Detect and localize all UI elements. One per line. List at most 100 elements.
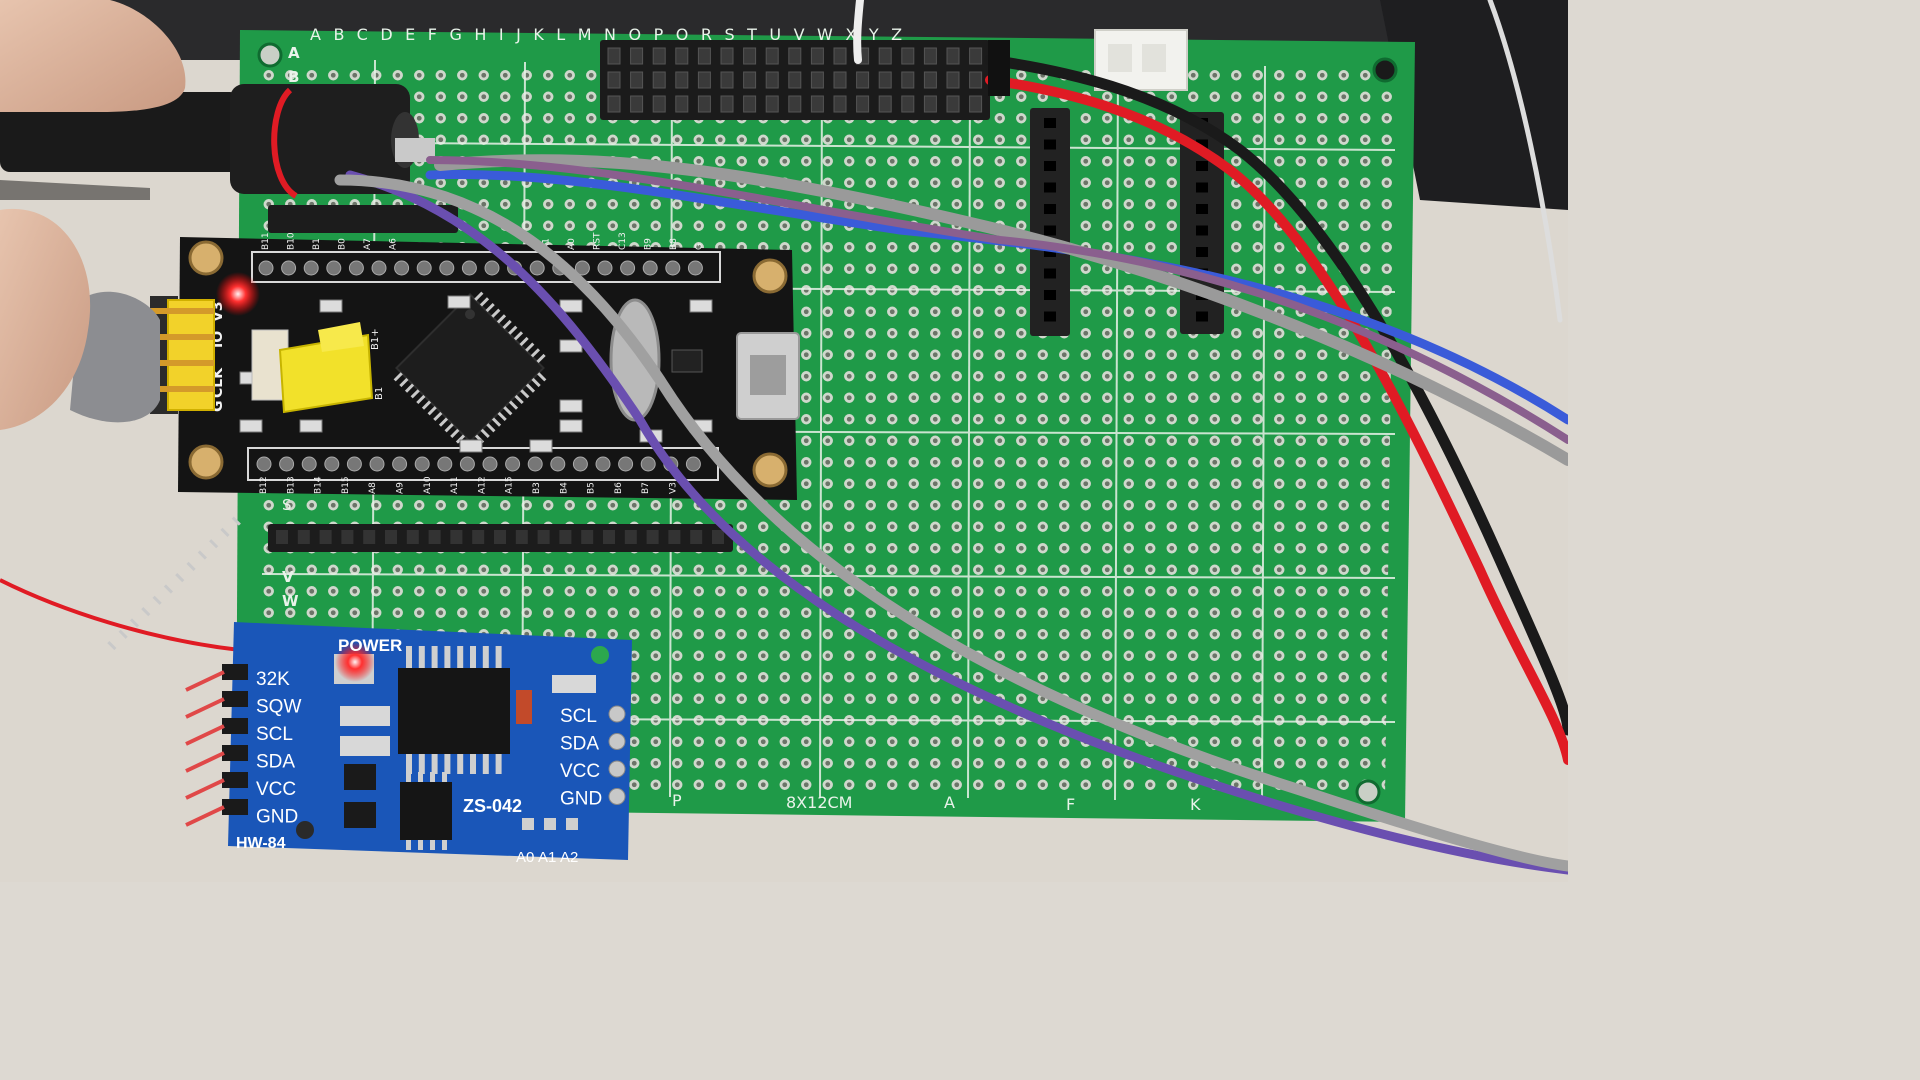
stm32-pad: [665, 260, 681, 276]
chip-leg: [503, 406, 513, 416]
chip-leg: [491, 308, 501, 318]
mount-hole-icon: [1355, 779, 1381, 805]
chip-leg: [209, 539, 219, 549]
rtc-header-pin: [185, 670, 225, 692]
stm32-pad: [529, 260, 545, 276]
stm32-pad: [348, 260, 364, 276]
stm32-pad: [301, 456, 317, 472]
chip-leg: [482, 754, 489, 774]
chip-leg: [530, 348, 541, 358]
stm32-pad: [505, 456, 521, 472]
header-pin: [697, 95, 711, 113]
stm32-pad: [439, 260, 455, 276]
jumper-label-b1: B1: [374, 387, 385, 400]
smd-component: [447, 295, 471, 309]
header-pin: [630, 95, 644, 113]
header-pin: [697, 47, 711, 65]
chip-leg: [431, 754, 438, 774]
chip-leg: [444, 423, 454, 433]
rtc-pin-label: SCL: [256, 724, 293, 745]
swd-pin: [150, 334, 214, 340]
smd-part: [344, 802, 376, 828]
smd-component: [559, 399, 583, 413]
stm32-pin-label: A15: [505, 476, 515, 494]
chip-leg: [430, 840, 435, 850]
yellow-jumper-cap: [318, 322, 364, 352]
jst-slot: [1108, 44, 1132, 72]
rtc-model-label: ZS-042: [463, 796, 522, 816]
chip-leg: [444, 754, 451, 774]
header-pin: [720, 71, 734, 89]
rtc-chip: [398, 668, 510, 754]
header-pin: [969, 47, 983, 65]
swd-pin: [150, 360, 214, 366]
chip-leg: [406, 772, 411, 782]
chip-leg: [129, 618, 140, 628]
header-pin: [675, 95, 689, 113]
header-pin: [856, 95, 870, 113]
female-header-left: [1030, 108, 1070, 336]
rtc-header-pin: [185, 724, 225, 746]
header-pin: [720, 95, 734, 113]
stm32-pin-label: V3: [669, 482, 679, 494]
side-letter-s: S: [282, 496, 292, 514]
stm32-pin-label: B7: [641, 482, 651, 494]
header-pin: [675, 47, 689, 65]
chip-leg: [421, 400, 432, 410]
swd-pin-label: G: [210, 401, 226, 413]
stm32-pin-label: A1: [542, 238, 552, 250]
header-pin: [428, 530, 441, 544]
chip-leg: [531, 377, 541, 388]
stm32-pin-label: B11: [261, 232, 271, 250]
stm32-pad: [597, 260, 613, 276]
dc-barrel-jack: [0, 84, 435, 199]
header-pin: [607, 47, 621, 65]
header-pin: [878, 47, 892, 65]
header-pin: [690, 530, 703, 544]
header-pin: [675, 71, 689, 89]
header-pin: [788, 47, 802, 65]
rtc-pin-label: SDA: [560, 734, 599, 755]
header-pin: [624, 530, 637, 544]
stm32-pad: [640, 456, 656, 472]
stm32-pin-label: A7: [363, 238, 373, 250]
pink-wire: [426, 156, 1568, 444]
chip-leg: [404, 383, 415, 393]
chip-leg: [497, 411, 507, 422]
stm32-pad: [324, 456, 340, 472]
smd-component: [529, 439, 553, 453]
stm32-pin-label: B9: [644, 238, 654, 250]
rtc-header-pin: [185, 778, 225, 800]
rtc-hole-icon: [591, 646, 609, 664]
white-wire-right: [1487, 0, 1563, 323]
board-hole-icon: [752, 452, 788, 488]
header-pin: [901, 47, 915, 65]
header-pin: [833, 71, 847, 89]
stm32-pad: [595, 456, 611, 472]
header-pin: [833, 95, 847, 113]
rtc-header-pin: [222, 691, 248, 707]
chip-leg: [480, 428, 490, 439]
rtc-header-pin: [222, 745, 248, 761]
side-letter-v: V: [282, 568, 294, 586]
mcu-chip: [107, 291, 547, 651]
chip-leg: [427, 406, 437, 416]
rtc-header-pin: [185, 751, 225, 773]
bottom-letter-k: K: [1190, 795, 1201, 814]
stm32-pin-label: B14: [314, 476, 324, 494]
stm32-pad: [371, 260, 387, 276]
header-pin: [603, 530, 615, 544]
rtc-pin-label: SDA: [256, 752, 295, 773]
rtc-header-pin: [222, 799, 248, 815]
stm32-pad: [685, 456, 701, 472]
chip-leg: [470, 646, 476, 668]
header-pin: [743, 95, 757, 113]
stm32-pad: [416, 260, 432, 276]
chip-leg: [175, 573, 185, 583]
rtc-header-pin: [185, 697, 225, 719]
header-pin: [472, 530, 485, 544]
smd-part: [340, 706, 390, 726]
stm32-pin-label: G: [695, 243, 705, 250]
female-socket: [1196, 204, 1208, 214]
